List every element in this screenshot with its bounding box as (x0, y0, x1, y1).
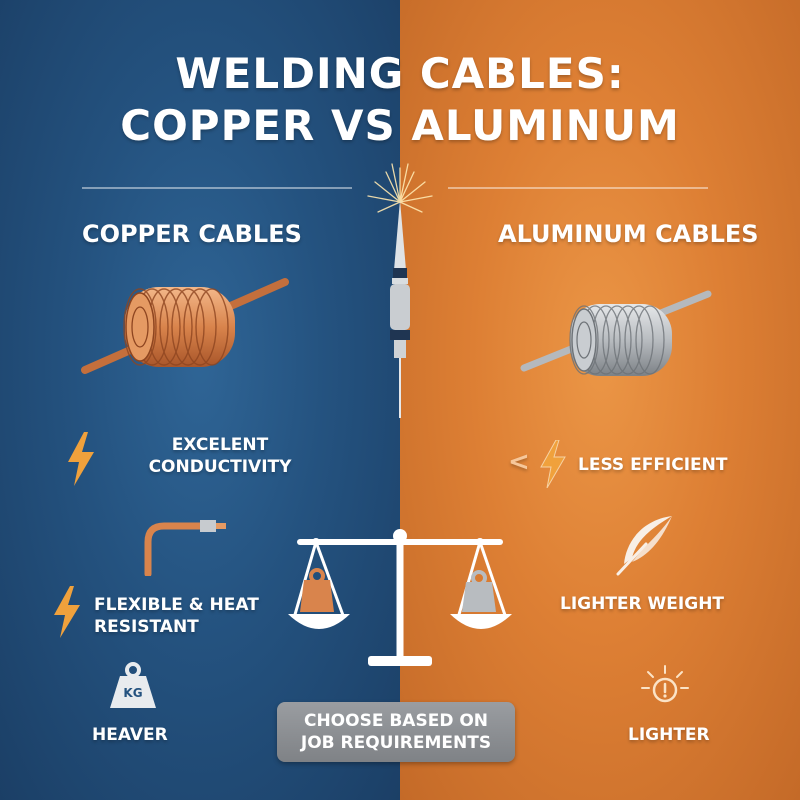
copper-weight-text: HEAVER (92, 725, 168, 745)
lightning-icon-2 (54, 586, 80, 638)
recommendation-box: CHOOSE BASED ON JOB REQUIREMENTS (277, 702, 515, 762)
title-line-1: WELDING CABLES: (175, 49, 625, 98)
page-title: WELDING CABLES: COPPER VS ALUMINUM (0, 48, 800, 152)
bent-cable-icon (144, 520, 226, 576)
copper-flexibility-text: FLEXIBLE & HEAT RESISTANT (94, 595, 259, 637)
aluminum-coil-icon (520, 290, 712, 376)
less-than-symbol: < (508, 447, 530, 477)
aluminum-efficiency-text: LESS EFFICIENT (578, 455, 728, 475)
kg-weight-icon: KG (108, 662, 158, 708)
title-line-2: COPPER VS ALUMINUM (120, 101, 680, 150)
balance-scale-icon (288, 529, 512, 666)
aluminum-heading: ALUMINUM CABLES (498, 220, 759, 248)
aluminum-panel (400, 0, 800, 800)
light-burst-icon (641, 665, 689, 703)
copper-coil-icon (81, 278, 289, 374)
aluminum-lighter-text: LIGHTER (628, 725, 710, 745)
lightning-icon (68, 432, 94, 486)
feather-icon (616, 516, 672, 576)
kg-label: KG (123, 686, 143, 700)
welding-torch-icon (367, 163, 433, 418)
footer-line-2: JOB REQUIREMENTS (300, 733, 492, 753)
right-divider (448, 187, 708, 189)
aluminum-weight-text: LIGHTER WEIGHT (560, 594, 725, 614)
copper-conductivity-text: EXCELENT CONDUCTIVITY (148, 435, 292, 477)
copper-panel (0, 0, 400, 800)
lightning-icon-3 (540, 440, 566, 488)
left-divider (82, 187, 352, 189)
copper-heading: COPPER CABLES (82, 220, 302, 248)
footer-line-1: CHOOSE BASED ON (303, 711, 489, 731)
